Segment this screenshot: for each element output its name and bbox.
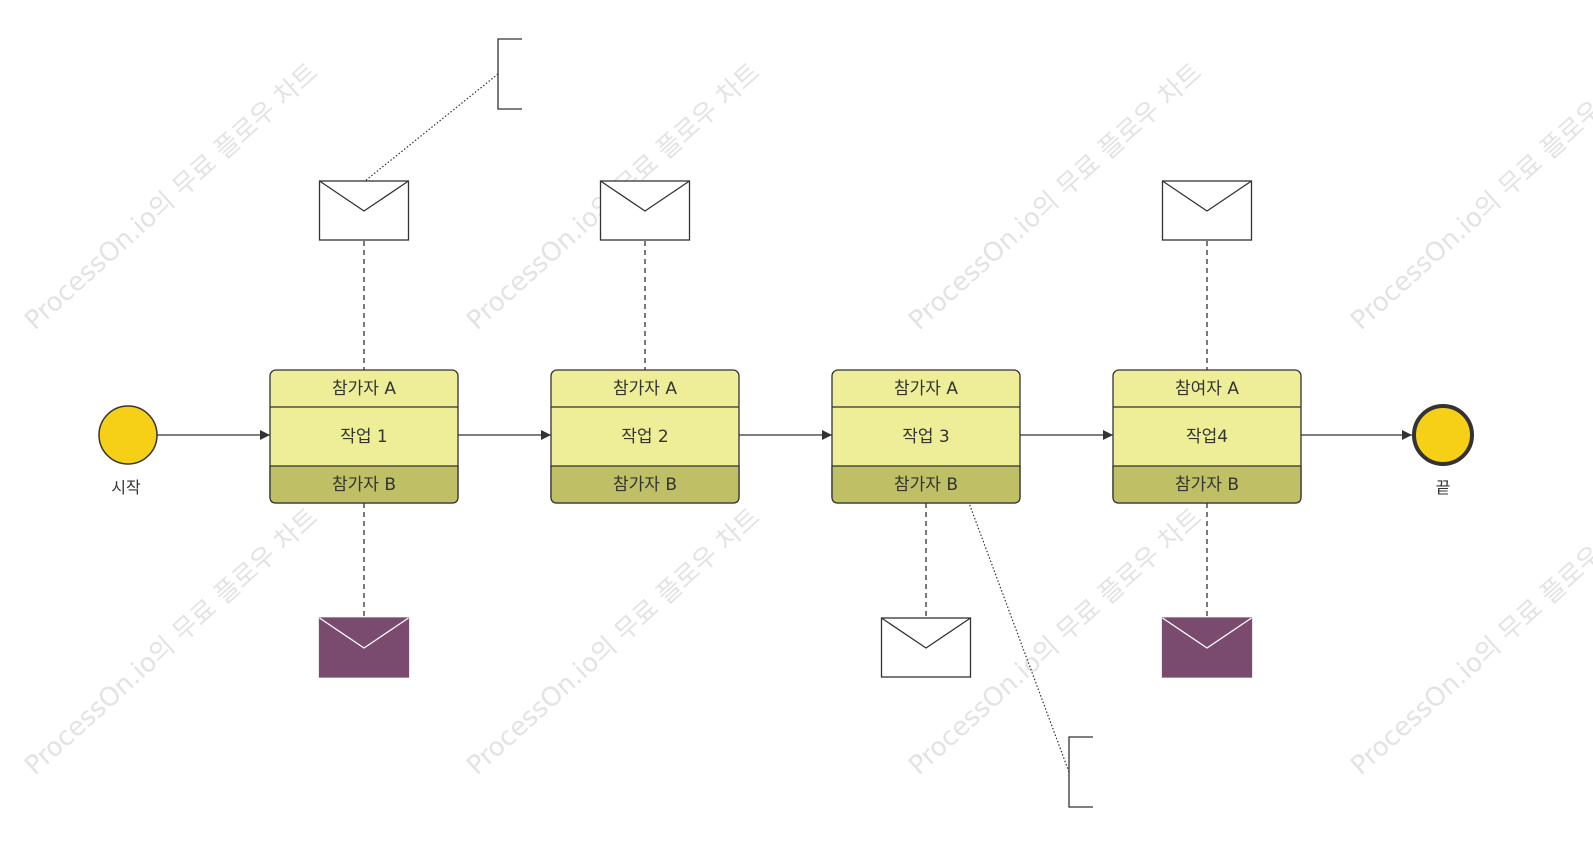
message-envelope-icon[interactable] bbox=[318, 180, 410, 241]
message-envelope-icon[interactable] bbox=[599, 180, 691, 241]
task-name-label: 작업 2 bbox=[621, 427, 669, 447]
participant-top-label: 참가자 A bbox=[332, 379, 396, 399]
participant-bottom-label: 참가자 B bbox=[1175, 475, 1239, 495]
participant-bottom-label: 참가자 B bbox=[332, 475, 396, 495]
annotation-association bbox=[364, 73, 499, 182]
choreography-task[interactable]: 참가자 A 작업 1 참가자 B bbox=[269, 369, 459, 504]
choreography-task[interactable]: 참가자 A 작업 2 참가자 B bbox=[550, 369, 740, 504]
participant-bottom-label: 참가자 B bbox=[613, 475, 677, 495]
message-envelope-icon[interactable] bbox=[880, 617, 972, 678]
message-envelope-icon[interactable] bbox=[318, 617, 410, 678]
task-name-label: 작업4 bbox=[1186, 427, 1228, 447]
end-label: 끝 bbox=[1436, 478, 1451, 497]
message-envelope-icon[interactable] bbox=[1161, 617, 1253, 678]
start-event[interactable] bbox=[98, 405, 158, 465]
participant-band-bottom bbox=[1112, 465, 1302, 504]
participant-band-bottom bbox=[831, 465, 1021, 504]
participant-top-label: 참여자 A bbox=[1175, 379, 1239, 399]
participant-top-label: 참가자 A bbox=[613, 379, 677, 399]
annotation-bracket[interactable] bbox=[497, 38, 522, 110]
end-event[interactable] bbox=[1412, 404, 1474, 466]
message-envelope-icon[interactable] bbox=[1161, 180, 1253, 241]
task-name-label: 작업 3 bbox=[902, 427, 950, 447]
task-name-label: 작업 1 bbox=[340, 427, 388, 447]
choreography-task[interactable]: 참여자 A 작업4 참가자 B bbox=[1112, 369, 1302, 504]
participant-top-label: 참가자 A bbox=[894, 379, 958, 399]
choreography-task[interactable]: 참가자 A 작업 3 참가자 B bbox=[831, 369, 1021, 504]
participant-band-bottom bbox=[550, 465, 740, 504]
annotation-association bbox=[968, 502, 1070, 773]
annotation-bracket[interactable] bbox=[1068, 736, 1093, 808]
participant-band-bottom bbox=[269, 465, 459, 504]
participant-bottom-label: 참가자 B bbox=[894, 475, 958, 495]
start-label: 시작 bbox=[111, 478, 141, 497]
